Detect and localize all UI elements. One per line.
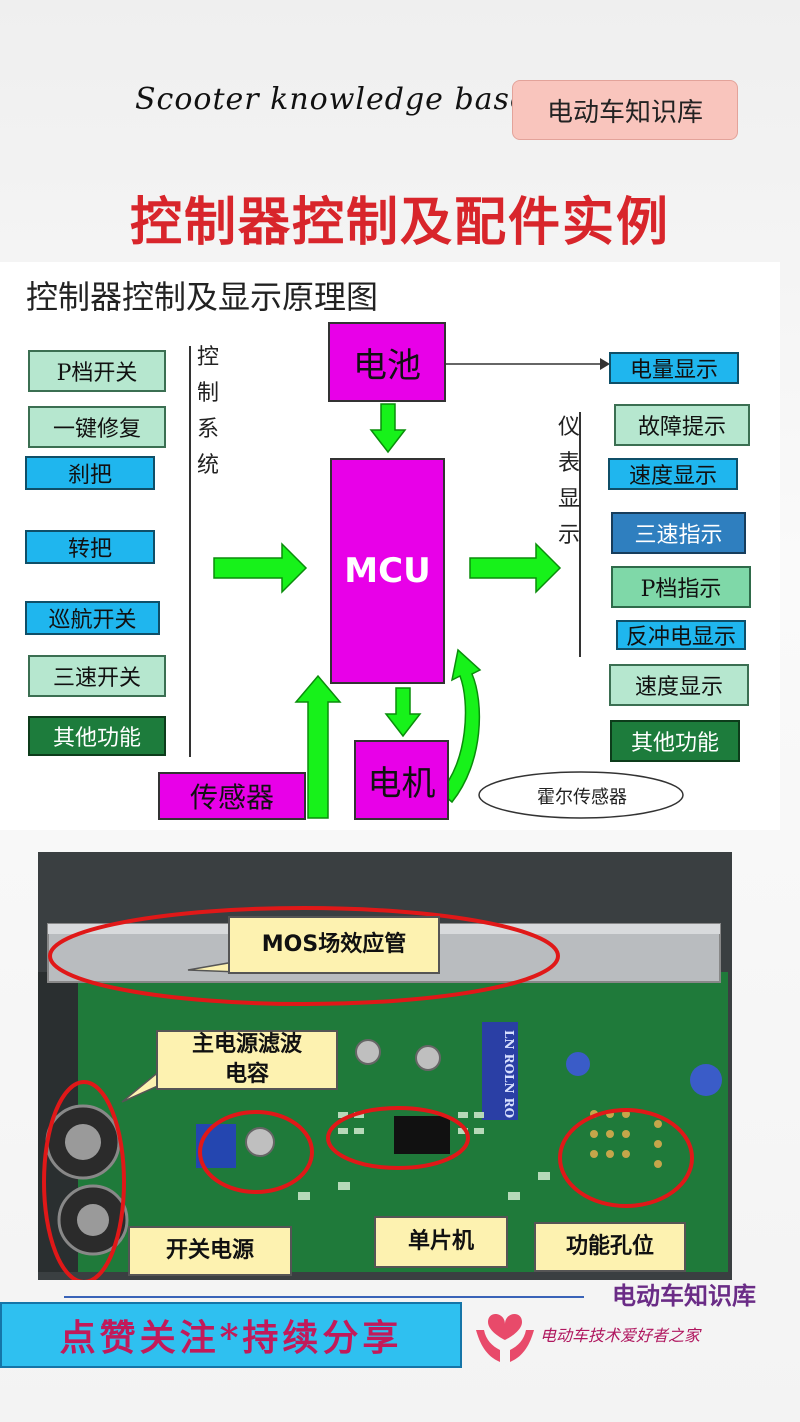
- callout-filter-capacitor: 主电源滤波 电容: [156, 1030, 338, 1090]
- input-p-gear-switch: P档开关: [28, 350, 166, 392]
- input-brake-lever: 刹把: [25, 456, 155, 490]
- input-one-key-repair: 一键修复: [28, 406, 166, 448]
- hall-feedback-arrow: [438, 648, 482, 804]
- callout-switching-power: 开关电源: [128, 1226, 292, 1276]
- mcu-highlight: [326, 1106, 470, 1170]
- hall-sensor-label: 霍尔传感器: [537, 787, 627, 808]
- callout-function-holes: 功能孔位: [534, 1222, 686, 1272]
- footer-cta-bar: 点赞关注*持续分享: [0, 1302, 462, 1368]
- footer-divider: [64, 1296, 584, 1298]
- display-label: 仪表显示: [557, 415, 580, 548]
- input-arrow: [213, 542, 308, 594]
- callout-filter-line2: 电容: [224, 1062, 269, 1087]
- output-three-speed-indicator: 三速指示: [611, 512, 746, 554]
- output-regen-display: 反冲电显示: [616, 620, 746, 650]
- footer-tagline: 电动车技术爱好者之家: [540, 1326, 701, 1345]
- mos-highlight: [48, 906, 560, 1006]
- mcu-to-motor-arrow: [384, 687, 422, 738]
- callout-filter-line1: 主电源滤波: [191, 1032, 302, 1057]
- input-throttle: 转把: [25, 530, 155, 564]
- input-three-speed-switch: 三速开关: [28, 655, 166, 697]
- motor-block: 电机: [354, 740, 449, 820]
- battery-to-mcu-arrow: [369, 403, 407, 454]
- input-other-functions: 其他功能: [28, 716, 166, 756]
- output-speed-display-2: 速度显示: [609, 664, 749, 706]
- diagram-connectors: [189, 346, 684, 819]
- switching-power-highlight: [198, 1110, 314, 1194]
- callout-mos: MOS场效应管: [228, 916, 440, 974]
- output-other-functions: 其他功能: [610, 720, 740, 762]
- heart-hands-icon: [476, 1313, 534, 1362]
- diagram-title: 控制器控制及显示原理图: [26, 278, 379, 316]
- relay-marking: LN ROLN RO: [502, 1030, 516, 1119]
- main-title: 控制器控制及配件实例: [129, 192, 670, 253]
- callout-mcu: 单片机: [374, 1216, 508, 1268]
- hall-sensor-outline: [478, 771, 684, 819]
- mcu-block: MCU: [330, 458, 445, 684]
- output-fault-warning: 故障提示: [614, 404, 750, 446]
- sensor-block: 传感器: [158, 772, 306, 820]
- footer-brand: 电动车知识库: [612, 1282, 756, 1310]
- output-p-gear-indicator: P档指示: [611, 566, 751, 608]
- output-speed-display: 速度显示: [608, 458, 738, 490]
- header-script-title: Scooter knowledge base: [135, 82, 529, 117]
- battery-block: 电池: [328, 322, 446, 402]
- relay-block: [482, 1022, 518, 1120]
- output-arrow: [469, 542, 562, 594]
- capacitor-highlight: [42, 1080, 126, 1280]
- battery-output-arrowhead: [600, 358, 610, 370]
- holes-highlight: [558, 1108, 694, 1208]
- output-battery-level: 电量显示: [609, 352, 739, 384]
- control-system-label: 控制系统: [196, 345, 219, 478]
- input-cruise-switch: 巡航开关: [25, 601, 160, 635]
- sensor-to-mcu-arrow: [294, 674, 342, 819]
- mcu-chip: [394, 1116, 450, 1154]
- header-badge: 电动车知识库: [512, 80, 738, 140]
